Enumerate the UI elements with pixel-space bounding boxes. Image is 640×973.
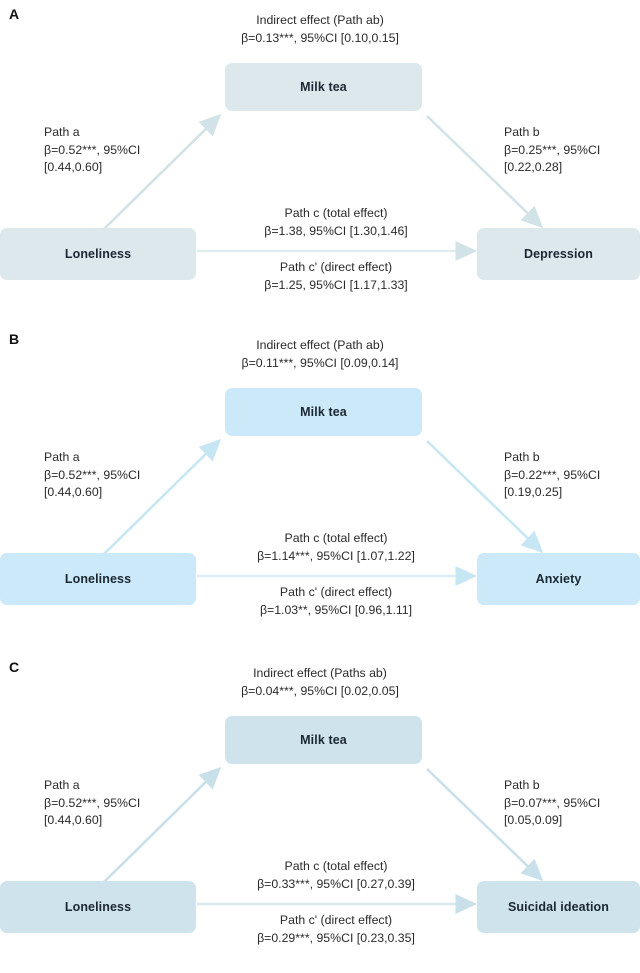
panel-a: A Indirect effect (Path ab) β=0.13***, 9…	[0, 0, 640, 320]
path-b-line1-a: β=0.25***, 95%CI	[504, 142, 601, 157]
path-c-prime-title-c: Path c' (direct effect)	[279, 913, 393, 927]
indirect-effect-value-a: β=0.13***, 95%CI [0.10,0.15]	[241, 30, 399, 45]
path-b-title-c: Path b	[504, 778, 540, 792]
path-b-line2-b: [0.19,0.25]	[504, 485, 563, 499]
path-c-prime-value-c: β=0.29***, 95%CI [0.23,0.35]	[257, 930, 415, 945]
path-c-prime-block-c: Path c' (direct effect) β=0.29***, 95%CI…	[186, 912, 486, 947]
path-b-block-a: Path b β=0.25***, 95%CI [0.22,0.28]	[504, 124, 640, 177]
path-a-block-c: Path a β=0.52***, 95%CI [0.44,0.60]	[44, 777, 244, 830]
node-mediator-a[interactable]: Milk tea	[225, 63, 422, 111]
node-predictor-b[interactable]: Loneliness	[0, 553, 196, 605]
path-b-title-b: Path b	[504, 450, 540, 464]
panel-c: C Indirect effect (Paths ab) β=0.04***, …	[0, 653, 640, 973]
node-outcome-label-b: Anxiety	[535, 572, 582, 586]
node-predictor-a[interactable]: Loneliness	[0, 228, 196, 280]
path-c-block-c: Path c (total effect) β=0.33***, 95%CI […	[186, 858, 486, 893]
path-c-prime-value-a: β=1.25, 95%CI [1.17,1.33]	[264, 277, 408, 292]
path-c-value-a: β=1.38, 95%CI [1.30,1.46]	[264, 223, 408, 238]
node-predictor-label-a: Loneliness	[64, 247, 132, 261]
path-a-line2-a: [0.44,0.60]	[44, 160, 103, 174]
node-mediator-label-c: Milk tea	[300, 733, 347, 747]
path-c-prime-title-b: Path c' (direct effect)	[279, 585, 393, 599]
path-a-line1-a: β=0.52***, 95%CI	[44, 142, 141, 157]
indirect-effect-value-c: β=0.04***, 95%CI [0.02,0.05]	[241, 683, 399, 698]
node-outcome-a[interactable]: Depression	[477, 228, 640, 280]
path-c-prime-block-b: Path c' (direct effect) β=1.03**, 95%CI …	[186, 584, 486, 619]
panel-label-b: B	[9, 331, 20, 347]
path-b-line1-b: β=0.22***, 95%CI	[504, 467, 601, 482]
path-c-title-c: Path c (total effect)	[284, 859, 388, 873]
path-a-line2-b: [0.44,0.60]	[44, 485, 103, 499]
path-c-prime-title-a: Path c' (direct effect)	[279, 260, 393, 274]
node-outcome-label-a: Depression	[523, 247, 594, 261]
node-mediator-label-b: Milk tea	[300, 405, 347, 419]
node-outcome-label-c: Suicidal ideation	[507, 900, 610, 914]
path-c-prime-value-b: β=1.03**, 95%CI [0.96,1.11]	[259, 602, 413, 617]
path-b-line2-c: [0.05,0.09]	[504, 813, 563, 827]
panel-b: B Indirect effect (Path ab) β=0.11***, 9…	[0, 325, 640, 645]
path-c-block-a: Path c (total effect) β=1.38, 95%CI [1.3…	[186, 205, 486, 240]
path-b-line1-c: β=0.07***, 95%CI	[504, 795, 601, 810]
path-b-block-c: Path b β=0.07***, 95%CI [0.05,0.09]	[504, 777, 640, 830]
path-c-prime-block-a: Path c' (direct effect) β=1.25, 95%CI [1…	[186, 259, 486, 294]
path-b-title-a: Path b	[504, 125, 540, 139]
path-c-title-a: Path c (total effect)	[284, 206, 388, 220]
indirect-effect-block-c: Indirect effect (Paths ab) β=0.04***, 95…	[130, 665, 510, 700]
path-a-block-a: Path a β=0.52***, 95%CI [0.44,0.60]	[44, 124, 244, 177]
indirect-effect-value-b: β=0.11***, 95%CI [0.09,0.14]	[241, 355, 399, 370]
node-outcome-c[interactable]: Suicidal ideation	[477, 881, 640, 933]
indirect-effect-title-c: Indirect effect (Paths ab)	[253, 666, 387, 680]
panel-label-a: A	[9, 6, 20, 22]
node-predictor-label-b: Loneliness	[64, 572, 132, 586]
path-c-title-b: Path c (total effect)	[284, 531, 388, 545]
node-outcome-b[interactable]: Anxiety	[477, 553, 640, 605]
node-predictor-label-c: Loneliness	[64, 900, 132, 914]
indirect-effect-block-a: Indirect effect (Path ab) β=0.13***, 95%…	[130, 12, 510, 47]
path-c-block-b: Path c (total effect) β=1.14***, 95%CI […	[186, 530, 486, 565]
indirect-effect-title-a: Indirect effect (Path ab)	[256, 13, 384, 27]
path-a-title-a: Path a	[44, 125, 80, 139]
path-a-line2-c: [0.44,0.60]	[44, 813, 103, 827]
node-mediator-b[interactable]: Milk tea	[225, 388, 422, 436]
path-a-line1-b: β=0.52***, 95%CI	[44, 467, 141, 482]
path-c-value-c: β=0.33***, 95%CI [0.27,0.39]	[257, 876, 415, 891]
path-a-title-c: Path a	[44, 778, 80, 792]
node-predictor-c[interactable]: Loneliness	[0, 881, 196, 933]
node-mediator-label-a: Milk tea	[300, 80, 347, 94]
path-a-title-b: Path a	[44, 450, 80, 464]
path-b-line2-a: [0.22,0.28]	[504, 160, 563, 174]
indirect-effect-title-b: Indirect effect (Path ab)	[256, 338, 384, 352]
path-a-line1-c: β=0.52***, 95%CI	[44, 795, 141, 810]
panel-label-c: C	[9, 659, 20, 675]
path-a-block-b: Path a β=0.52***, 95%CI [0.44,0.60]	[44, 449, 244, 502]
path-c-value-b: β=1.14***, 95%CI [1.07,1.22]	[257, 548, 415, 563]
path-b-block-b: Path b β=0.22***, 95%CI [0.19,0.25]	[504, 449, 640, 502]
indirect-effect-block-b: Indirect effect (Path ab) β=0.11***, 95%…	[130, 337, 510, 372]
node-mediator-c[interactable]: Milk tea	[225, 716, 422, 764]
